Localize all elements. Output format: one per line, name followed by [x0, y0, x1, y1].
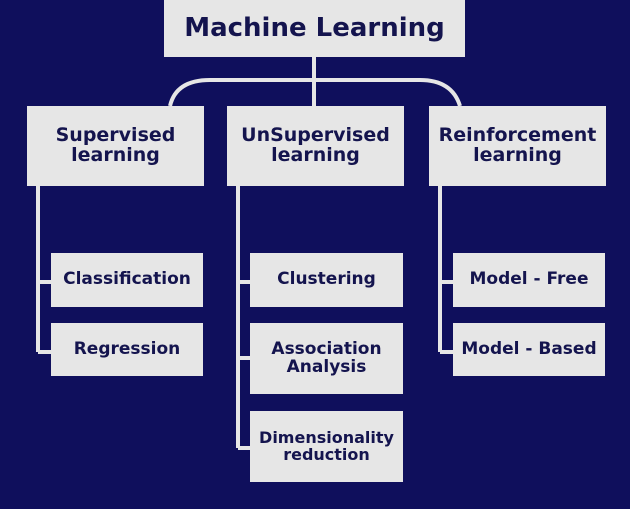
leaf-model-free: Model - Free: [453, 253, 605, 307]
leaf-classification: Classification: [51, 253, 203, 307]
leaf-clustering: Clustering: [250, 253, 403, 307]
leaf-dimensionality-reduction: Dimensionality reduction: [250, 411, 403, 482]
leaf-association-analysis: Association Analysis: [250, 323, 403, 394]
category-reinforcement: Reinforcement learning: [429, 106, 606, 186]
category-unsupervised: UnSupervised learning: [227, 106, 404, 186]
category-supervised: Supervised learning: [27, 106, 204, 186]
leaf-model-based: Model - Based: [453, 323, 605, 376]
leaf-regression: Regression: [51, 323, 203, 376]
branch-arc: [168, 78, 462, 107]
root-node: Machine Learning: [164, 0, 465, 57]
